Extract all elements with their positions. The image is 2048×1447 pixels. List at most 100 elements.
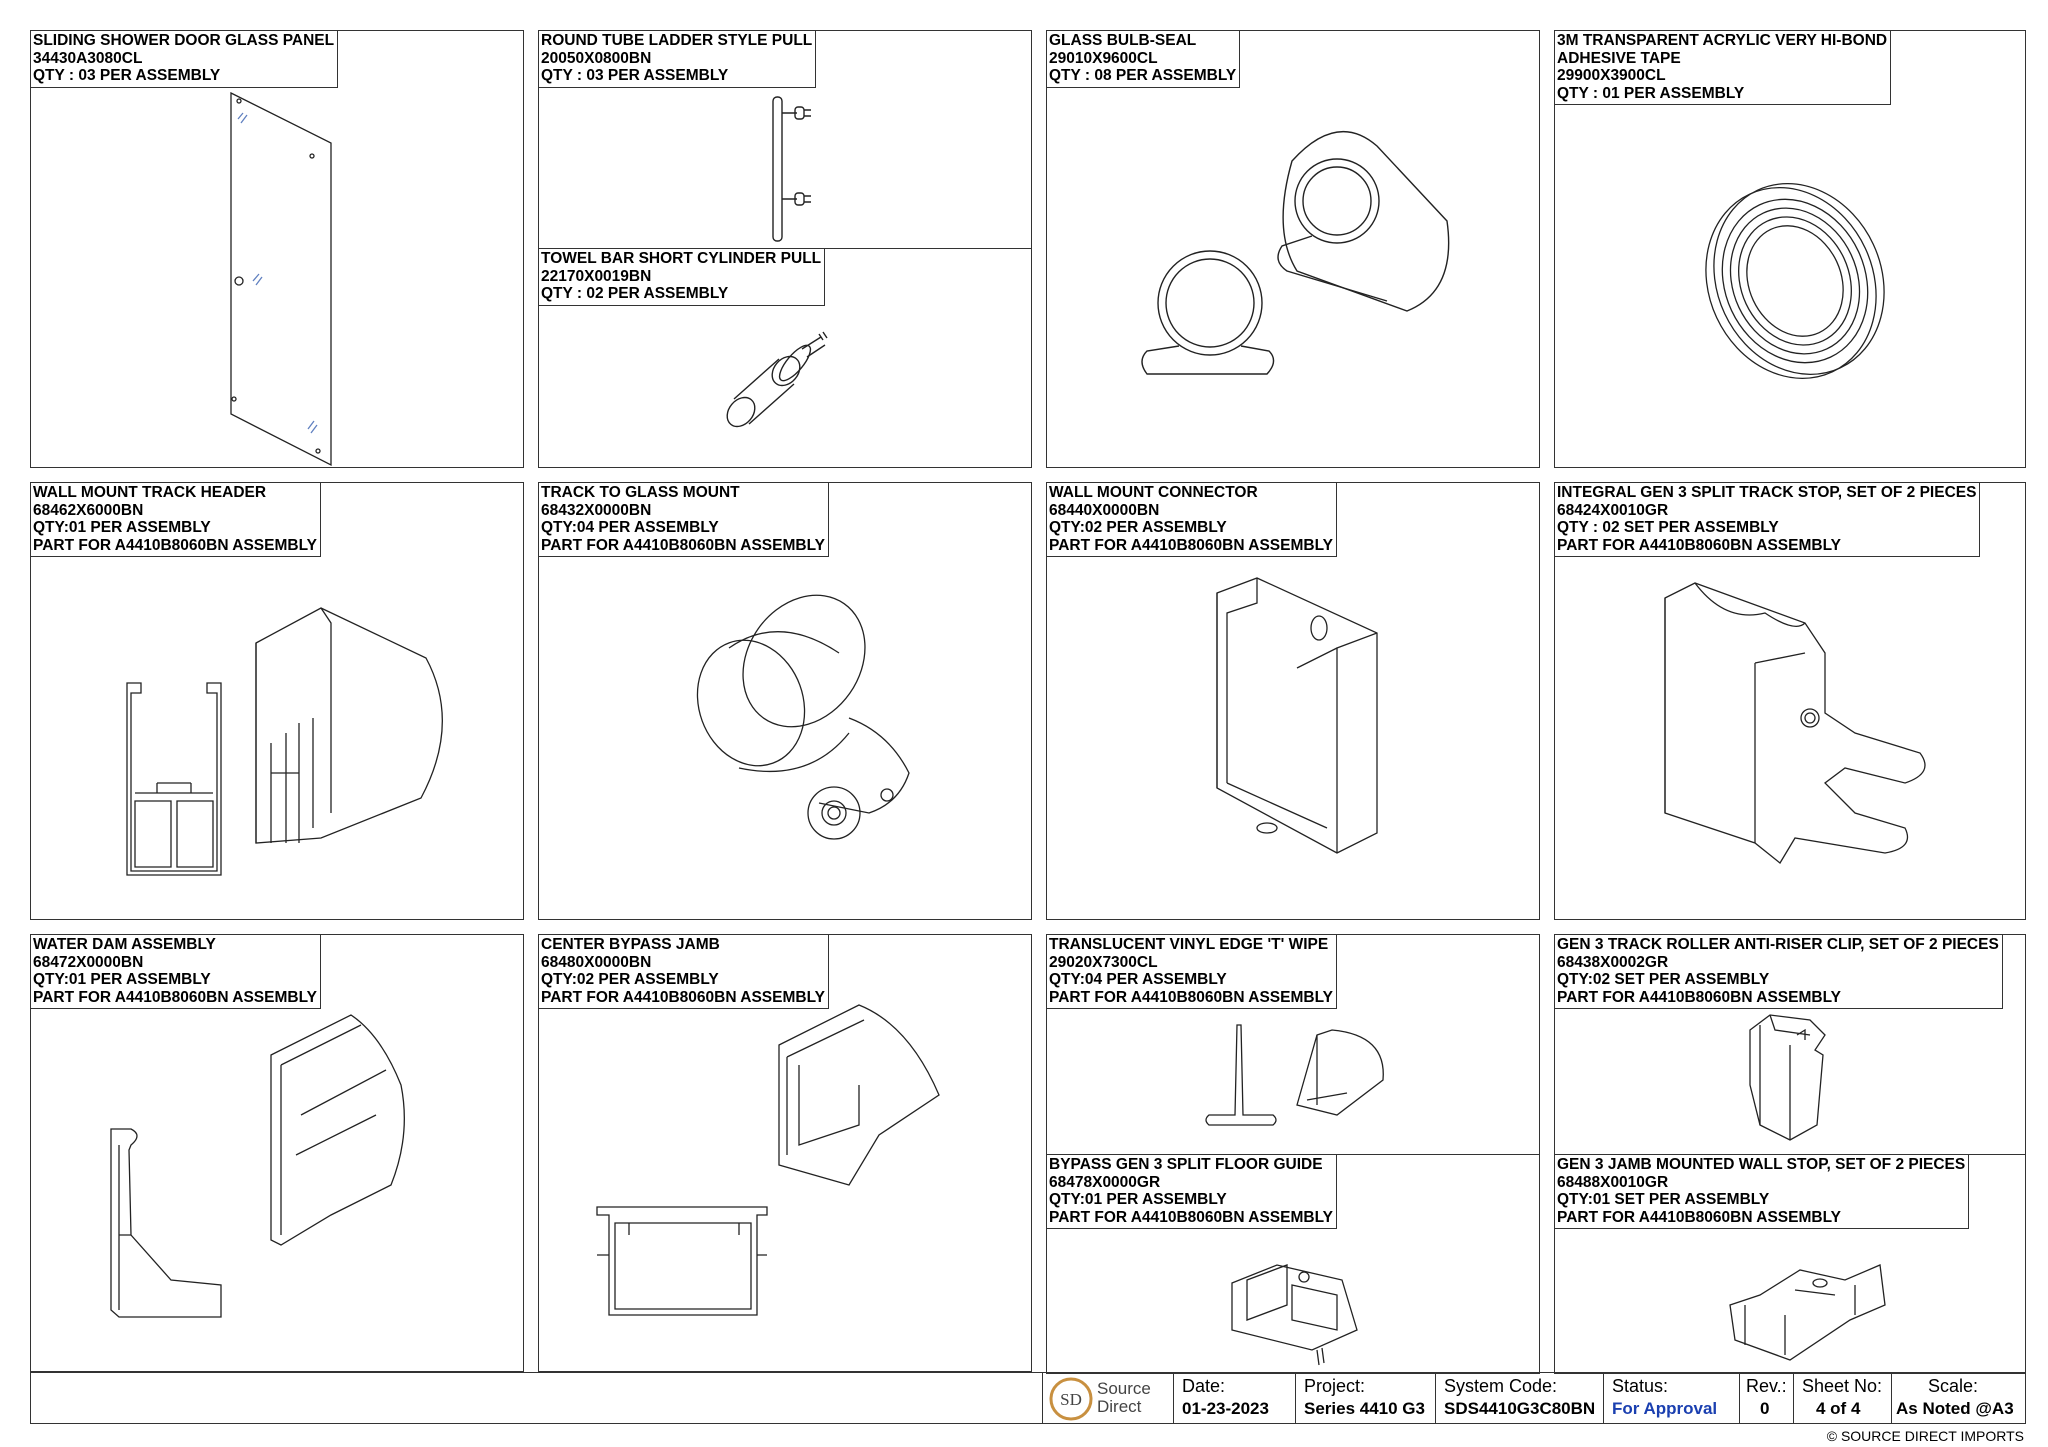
part-quantity: QTY:04 PER ASSEMBLY xyxy=(1049,971,1227,988)
part-cell-ladder-pull: ROUND TUBE LADDER STYLE PULL 20050X0800B… xyxy=(538,30,1032,250)
system-code-field: System Code: SDS4410G3C80BN xyxy=(1435,1373,1603,1423)
rev-value: 0 xyxy=(1760,1399,1770,1418)
t-wipe-drawing xyxy=(1047,935,1541,1157)
logo-text-source: Source xyxy=(1097,1379,1151,1398)
part-name: GEN 3 TRACK ROLLER ANTI-RISER CLIP, SET … xyxy=(1557,936,1999,953)
part-assembly: PART FOR A4410B8060BN ASSEMBLY xyxy=(33,536,317,554)
wall-connector-drawing xyxy=(1047,483,1541,921)
ladder-pull-drawing xyxy=(539,31,1033,251)
part-number: 68438X0002GR xyxy=(1557,953,1669,971)
part-assembly: PART FOR A4410B8060BN ASSEMBLY xyxy=(1557,1208,1841,1226)
part-label: TRANSLUCENT VINYL EDGE 'T' WIPE 29020X73… xyxy=(1047,935,1337,1009)
part-cell-glass-panel: SLIDING SHOWER DOOR GLASS PANEL 34430A30… xyxy=(30,30,524,468)
part-assembly: PART FOR A4410B8060BN ASSEMBLY xyxy=(541,988,825,1006)
part-name: TOWEL BAR SHORT CYLINDER PULL xyxy=(541,250,822,267)
adhesive-tape-drawing xyxy=(1555,31,2027,469)
part-label: INTEGRAL GEN 3 SPLIT TRACK STOP, SET OF … xyxy=(1555,483,1981,557)
part-label: GLASS BULB-SEAL 29010X9600CL QTY : 08 PE… xyxy=(1047,31,1241,88)
glass-panel-drawing xyxy=(31,31,525,469)
part-label: GEN 3 JAMB MOUNTED WALL STOP, SET OF 2 P… xyxy=(1555,1155,1970,1229)
part-quantity: QTY : 02 PER ASSEMBLY xyxy=(541,285,729,302)
part-assembly: PART FOR A4410B8060BN ASSEMBLY xyxy=(1049,536,1333,554)
part-number: 20050X0800BN xyxy=(541,49,652,67)
part-quantity: QTY:02 SET PER ASSEMBLY xyxy=(1557,971,1770,988)
part-number: 68440X0000BN xyxy=(1049,501,1160,519)
part-label: 3M TRANSPARENT ACRYLIC VERY HI-BOND ADHE… xyxy=(1555,31,1892,105)
part-label: TOWEL BAR SHORT CYLINDER PULL 22170X0019… xyxy=(539,249,826,306)
status-label: Status: xyxy=(1612,1376,1669,1396)
part-cell-track-glass-mount: TRACK TO GLASS MOUNT 68432X0000BN QTY:04… xyxy=(538,482,1032,920)
part-name: TRACK TO GLASS MOUNT xyxy=(541,484,740,501)
part-label: WATER DAM ASSEMBLY 68472X0000BN QTY:01 P… xyxy=(31,935,321,1009)
part-quantity: QTY : 01 PER ASSEMBLY xyxy=(1557,84,1745,102)
part-quantity: QTY:01 SET PER ASSEMBLY xyxy=(1557,1191,1770,1208)
title-block: SD Source Direct Date: 01-23-2023 Projec… xyxy=(1042,1372,2026,1424)
part-assembly: PART FOR A4410B8060BN ASSEMBLY xyxy=(1557,988,1841,1006)
part-number: 29010X9600CL xyxy=(1049,49,1158,67)
part-assembly: PART FOR A4410B8060BN ASSEMBLY xyxy=(541,536,825,554)
part-number: 68478X0000GR xyxy=(1049,1173,1161,1191)
part-cell-jamb-wall-stop: GEN 3 JAMB MOUNTED WALL STOP, SET OF 2 P… xyxy=(1554,1154,2026,1374)
part-name: ROUND TUBE LADDER STYLE PULL xyxy=(541,32,813,49)
bypass-jamb-drawing xyxy=(539,935,1033,1373)
part-name: 3M TRANSPARENT ACRYLIC VERY HI-BOND xyxy=(1557,32,1888,49)
part-quantity: QTY:01 PER ASSEMBLY xyxy=(33,519,211,536)
part-cell-split-track-stop: INTEGRAL GEN 3 SPLIT TRACK STOP, SET OF … xyxy=(1554,482,2026,920)
part-cell-adhesive-tape: 3M TRANSPARENT ACRYLIC VERY HI-BOND ADHE… xyxy=(1554,30,2026,468)
part-cell-water-dam: WATER DAM ASSEMBLY 68472X0000BN QTY:01 P… xyxy=(30,934,524,1372)
part-cell-wall-track-header: WALL MOUNT TRACK HEADER 68462X6000BN QTY… xyxy=(30,482,524,920)
part-name: GLASS BULB-SEAL xyxy=(1049,32,1197,49)
part-quantity: QTY:02 PER ASSEMBLY xyxy=(541,971,719,988)
copyright-notice: © SOURCE DIRECT IMPORTS xyxy=(1826,1428,2024,1444)
part-name: GEN 3 JAMB MOUNTED WALL STOP, SET OF 2 P… xyxy=(1557,1156,1966,1173)
part-cell-anti-riser-clip: GEN 3 TRACK ROLLER ANTI-RISER CLIP, SET … xyxy=(1554,934,2026,1156)
part-label: BYPASS GEN 3 SPLIT FLOOR GUIDE 68478X000… xyxy=(1047,1155,1337,1229)
part-number: 68480X0000BN xyxy=(541,953,652,971)
part-name-continued: ADHESIVE TAPE xyxy=(1557,49,1681,67)
part-name: WATER DAM ASSEMBLY xyxy=(33,936,216,953)
project-value: Series 4410 G3 xyxy=(1304,1399,1425,1418)
part-name: BYPASS GEN 3 SPLIT FLOOR GUIDE xyxy=(1049,1156,1323,1173)
bulb-seal-drawing xyxy=(1047,31,1541,469)
rev-label: Rev.: xyxy=(1746,1376,1787,1396)
floor-guide-drawing xyxy=(1047,1155,1541,1375)
part-number: 68472X0000BN xyxy=(33,953,144,971)
drawing-border-bottom xyxy=(30,1372,1042,1424)
part-assembly: PART FOR A4410B8060BN ASSEMBLY xyxy=(1049,1208,1333,1226)
source-direct-logo: SD Source Direct xyxy=(1049,1375,1167,1423)
part-name: TRANSLUCENT VINYL EDGE 'T' WIPE xyxy=(1049,936,1329,953)
part-assembly: PART FOR A4410B8060BN ASSEMBLY xyxy=(1049,988,1333,1006)
part-cell-t-wipe: TRANSLUCENT VINYL EDGE 'T' WIPE 29020X73… xyxy=(1046,934,1540,1156)
system-code-value: SDS4410G3C80BN xyxy=(1444,1399,1596,1418)
anti-riser-clip-drawing xyxy=(1555,935,2027,1157)
part-quantity: QTY:02 PER ASSEMBLY xyxy=(1049,519,1227,536)
part-cell-wall-connector: WALL MOUNT CONNECTOR 68440X0000BN QTY:02… xyxy=(1046,482,1540,920)
system-code-label: System Code: xyxy=(1444,1376,1558,1396)
part-assembly: PART FOR A4410B8060BN ASSEMBLY xyxy=(33,988,317,1006)
project-label: Project: xyxy=(1304,1376,1366,1396)
part-name: INTEGRAL GEN 3 SPLIT TRACK STOP, SET OF … xyxy=(1557,484,1977,501)
part-cell-floor-guide: BYPASS GEN 3 SPLIT FLOOR GUIDE 68478X000… xyxy=(1046,1154,1540,1374)
part-cell-bypass-jamb: CENTER BYPASS JAMB 68480X0000BN QTY:02 P… xyxy=(538,934,1032,1372)
date-field: Date: 01-23-2023 xyxy=(1173,1373,1295,1423)
part-quantity: QTY:01 PER ASSEMBLY xyxy=(1049,1191,1227,1208)
track-glass-mount-drawing xyxy=(539,483,1033,921)
part-name: SLIDING SHOWER DOOR GLASS PANEL xyxy=(33,32,335,49)
part-quantity: QTY : 03 PER ASSEMBLY xyxy=(33,67,221,84)
part-name: WALL MOUNT CONNECTOR xyxy=(1049,484,1258,501)
scale-label: Scale: xyxy=(1928,1376,1979,1396)
part-label: ROUND TUBE LADDER STYLE PULL 20050X0800B… xyxy=(539,31,817,88)
part-number: 68488X0010GR xyxy=(1557,1173,1669,1191)
cylinder-pull-drawing xyxy=(539,249,1033,469)
status-field: Status: For Approval xyxy=(1603,1373,1739,1423)
wall-track-header-drawing xyxy=(31,483,525,921)
part-label: CENTER BYPASS JAMB 68480X0000BN QTY:02 P… xyxy=(539,935,829,1009)
sheet-value: 4 of 4 xyxy=(1816,1399,1861,1418)
part-label: SLIDING SHOWER DOOR GLASS PANEL 34430A30… xyxy=(31,31,339,88)
part-number: 68432X0000BN xyxy=(541,501,652,519)
sheet-label: Sheet No: xyxy=(1802,1376,1883,1396)
jamb-wall-stop-drawing xyxy=(1555,1155,2027,1375)
svg-text:SD: SD xyxy=(1060,1390,1082,1409)
status-value: For Approval xyxy=(1612,1399,1718,1418)
water-dam-drawing xyxy=(31,935,525,1373)
